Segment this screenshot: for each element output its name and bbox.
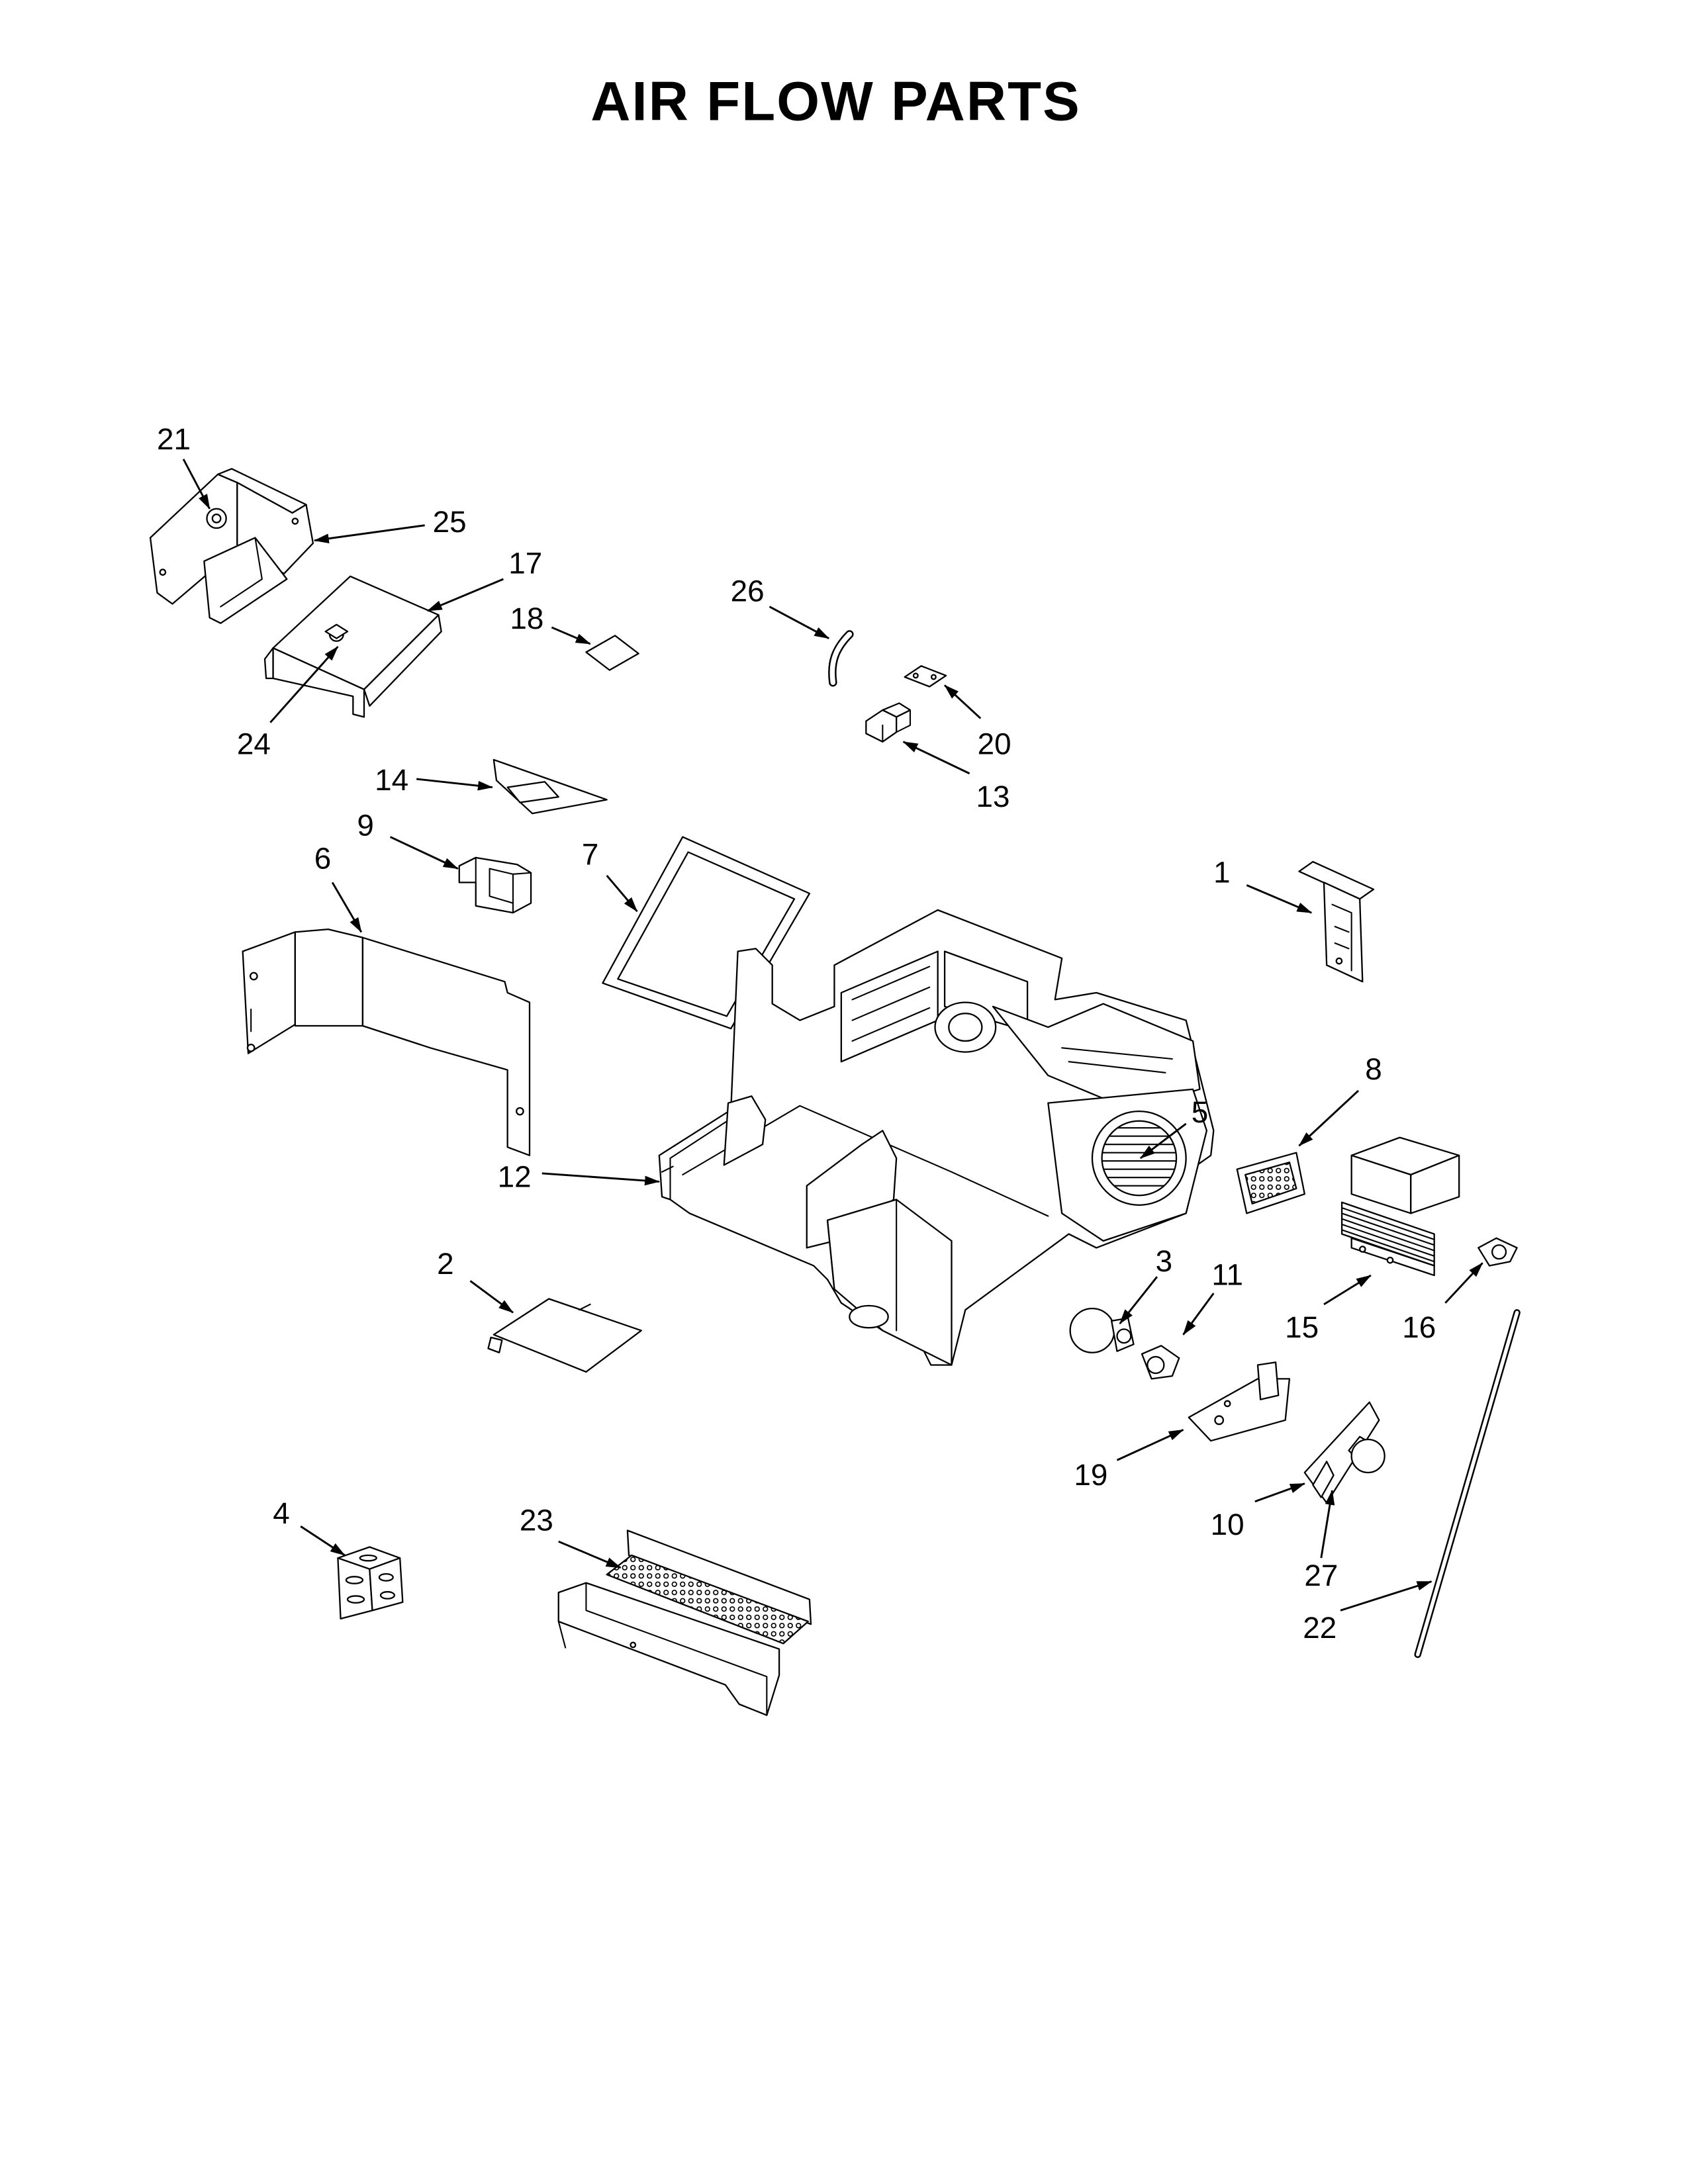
- callout-arrow-3: [1119, 1276, 1158, 1324]
- callout-labels: 21 25 17 18 24 26 20 13 14 9 6 7 1 8 5 1…: [157, 422, 1436, 1645]
- page-title: AIR FLOW PARTS: [590, 70, 1080, 132]
- callout-20: 20: [978, 727, 1011, 761]
- part-24-screw: [324, 623, 349, 642]
- callout-4: 4: [273, 1496, 290, 1530]
- callout-arrow-12: [541, 1172, 660, 1186]
- callout-arrow-1: [1246, 884, 1313, 914]
- part-25-housing: [149, 468, 314, 624]
- callout-arrow-8: [1298, 1089, 1360, 1147]
- callout-2: 2: [437, 1247, 453, 1281]
- part-1-bracket: [1298, 860, 1375, 983]
- callout-arrow-27: [1320, 1489, 1335, 1559]
- part-16-thermostat: [1477, 1237, 1518, 1267]
- part-23-grille: [557, 1529, 812, 1716]
- callout-19: 19: [1074, 1458, 1107, 1492]
- callout-arrow-18: [551, 626, 591, 645]
- part-17-cover: [263, 575, 442, 718]
- callout-13: 13: [976, 780, 1010, 813]
- part-4-bracket: [337, 1546, 404, 1619]
- callout-arrow-5: [1140, 1122, 1187, 1160]
- part-21-knob: [206, 508, 227, 529]
- part-8-grille: [1236, 1152, 1305, 1214]
- callout-15: 15: [1285, 1310, 1319, 1344]
- callout-arrow-13: [902, 741, 970, 775]
- callout-26: 26: [731, 574, 765, 608]
- part-2-plate: [487, 1298, 642, 1373]
- callout-8: 8: [1365, 1052, 1382, 1086]
- callout-arrow-9: [389, 836, 459, 870]
- callout-arrow-10: [1254, 1482, 1305, 1503]
- callout-arrow-22: [1340, 1580, 1432, 1612]
- callout-arrow-6: [331, 882, 363, 933]
- callout-25: 25: [433, 505, 467, 539]
- callout-11: 11: [1211, 1258, 1243, 1292]
- part-20-plate: [904, 665, 947, 688]
- part-13-clip: [865, 702, 912, 743]
- part-6-panel: [242, 929, 531, 1156]
- callout-arrow-19: [1116, 1429, 1184, 1461]
- callout-arrow-4: [300, 1525, 346, 1557]
- callout-arrow-7: [606, 874, 638, 913]
- callout-arrow-16: [1444, 1262, 1483, 1304]
- callout-9: 9: [357, 809, 373, 842]
- callout-16: 16: [1402, 1310, 1436, 1344]
- part-10-plate: [1303, 1401, 1380, 1504]
- callout-17: 17: [508, 547, 542, 580]
- part-9-bracket: [458, 856, 532, 914]
- callout-arrow-11: [1182, 1293, 1215, 1336]
- callout-arrow-14: [416, 778, 493, 791]
- callout-arrow-15: [1323, 1274, 1372, 1306]
- part-27-cap: [1348, 1435, 1385, 1474]
- callout-arrow-20: [944, 684, 982, 719]
- callout-10: 10: [1211, 1508, 1244, 1541]
- callout-arrow-25: [313, 524, 425, 543]
- callout-arrows: [182, 459, 1483, 1612]
- callout-arrow-23: [558, 1540, 622, 1569]
- part-15-transformer: [1340, 1136, 1460, 1277]
- callout-arrow-21: [182, 459, 211, 510]
- callout-arrow-26: [769, 606, 830, 639]
- part-5-blower-wheel: [1101, 1120, 1178, 1197]
- part-11-socket: [1141, 1345, 1180, 1380]
- callout-23: 23: [520, 1504, 553, 1537]
- part-14-plate: [492, 758, 608, 815]
- part-22-rod: [1414, 1309, 1521, 1659]
- part-3-bulb: [1069, 1307, 1135, 1353]
- callout-arrow-17: [426, 578, 504, 612]
- callout-3: 3: [1156, 1244, 1173, 1278]
- part-18-pad: [585, 635, 639, 671]
- part-26-tube: [828, 630, 854, 687]
- callout-1: 1: [1213, 855, 1231, 889]
- callout-5: 5: [1192, 1095, 1209, 1129]
- part-7-frame: [602, 836, 811, 1030]
- callout-14: 14: [375, 763, 408, 797]
- callout-21: 21: [157, 422, 191, 456]
- callout-arrow-24: [269, 646, 339, 723]
- callout-6: 6: [314, 842, 332, 876]
- callout-24: 24: [237, 727, 271, 761]
- callout-18: 18: [510, 602, 543, 635]
- callout-22: 22: [1303, 1611, 1336, 1645]
- callout-27: 27: [1304, 1559, 1338, 1592]
- part-19-switch: [1188, 1361, 1291, 1442]
- callout-arrow-2: [469, 1280, 514, 1314]
- callout-7: 7: [582, 837, 599, 871]
- callout-12: 12: [498, 1160, 532, 1194]
